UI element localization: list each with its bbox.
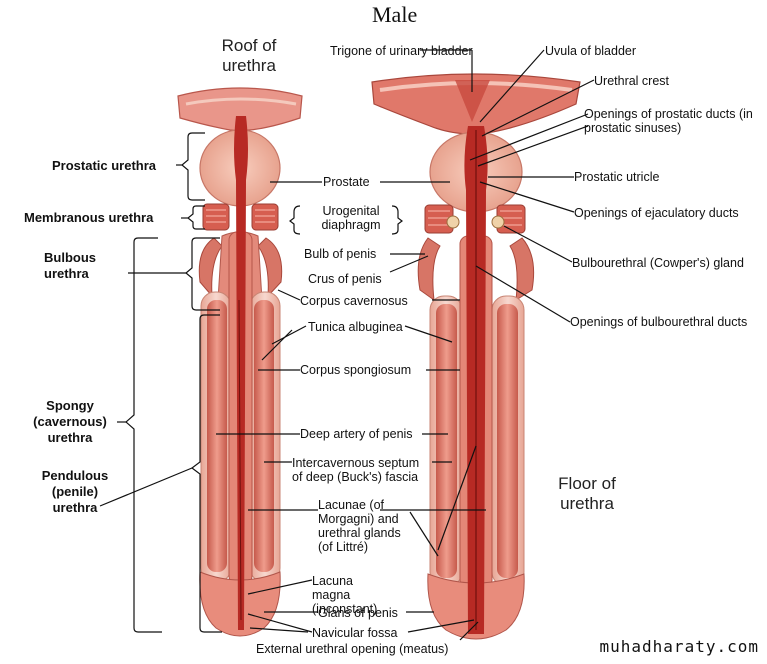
label-tunica-albuginea: Tunica albuginea	[308, 320, 403, 334]
label-bulbourethral-ducts: Openings of bulbourethral ducts	[570, 315, 748, 329]
label-corpus-spongiosum: Corpus spongiosum	[300, 363, 412, 377]
label-trigone: Trigone of urinary bladder	[330, 44, 473, 58]
label-uvula: Uvula of bladder	[545, 44, 637, 58]
label-spongy-urethra: Spongy (cavernous) urethra	[33, 398, 107, 445]
label-intercavernous-septum: Intercavernous septum of deep (Buck's) f…	[292, 456, 420, 484]
label-lacunae: Lacunae (of Morgagni) and urethral gland…	[318, 498, 401, 554]
label-bulbous-urethra: Bulbous urethra	[44, 250, 96, 281]
label-bulb-of-penis: Bulb of penis	[304, 247, 377, 261]
floor-label: Floor of urethra	[558, 474, 616, 513]
label-urethral-crest: Urethral crest	[594, 74, 670, 88]
label-urogenital-diaphragm: Urogenital diaphragm	[321, 204, 381, 232]
label-external-urethral-opening: External urethral opening (meatus)	[256, 642, 449, 656]
label-lacuna-magna: Lacuna magna (inconstant)	[312, 574, 378, 616]
label-corpus-cavernosus: Corpus cavernosus	[300, 294, 408, 308]
roof-label: Roof of urethra	[221, 36, 277, 75]
label-openings-prostatic-ducts: Openings of prostatic ducts (in prostati…	[584, 107, 753, 135]
label-bulbourethral-gland: Bulbourethral (Cowper's) gland	[572, 256, 744, 270]
diagram-title: Male	[372, 2, 418, 27]
label-deep-artery: Deep artery of penis	[300, 427, 413, 441]
watermark: muhadharaty.com	[599, 637, 759, 656]
label-ejaculatory-ducts: Openings of ejaculatory ducts	[574, 206, 739, 220]
left-specimen	[177, 87, 303, 637]
label-navicular-fossa: Navicular fossa	[312, 626, 398, 640]
label-prostatic-utricle: Prostatic utricle	[574, 170, 660, 184]
leader-lines	[99, 49, 595, 641]
label-glans-of-penis: Glans of penis	[318, 606, 398, 620]
label-crus-of-penis: Crus of penis	[308, 272, 382, 286]
label-membranous-urethra: Membranous urethra	[24, 210, 154, 225]
label-prostatic-urethra: Prostatic urethra	[52, 158, 157, 173]
label-prostate: Prostate	[323, 175, 370, 189]
right-specimen	[371, 73, 581, 640]
label-pendulous-urethra: Pendulous (penile) urethra	[41, 468, 109, 515]
